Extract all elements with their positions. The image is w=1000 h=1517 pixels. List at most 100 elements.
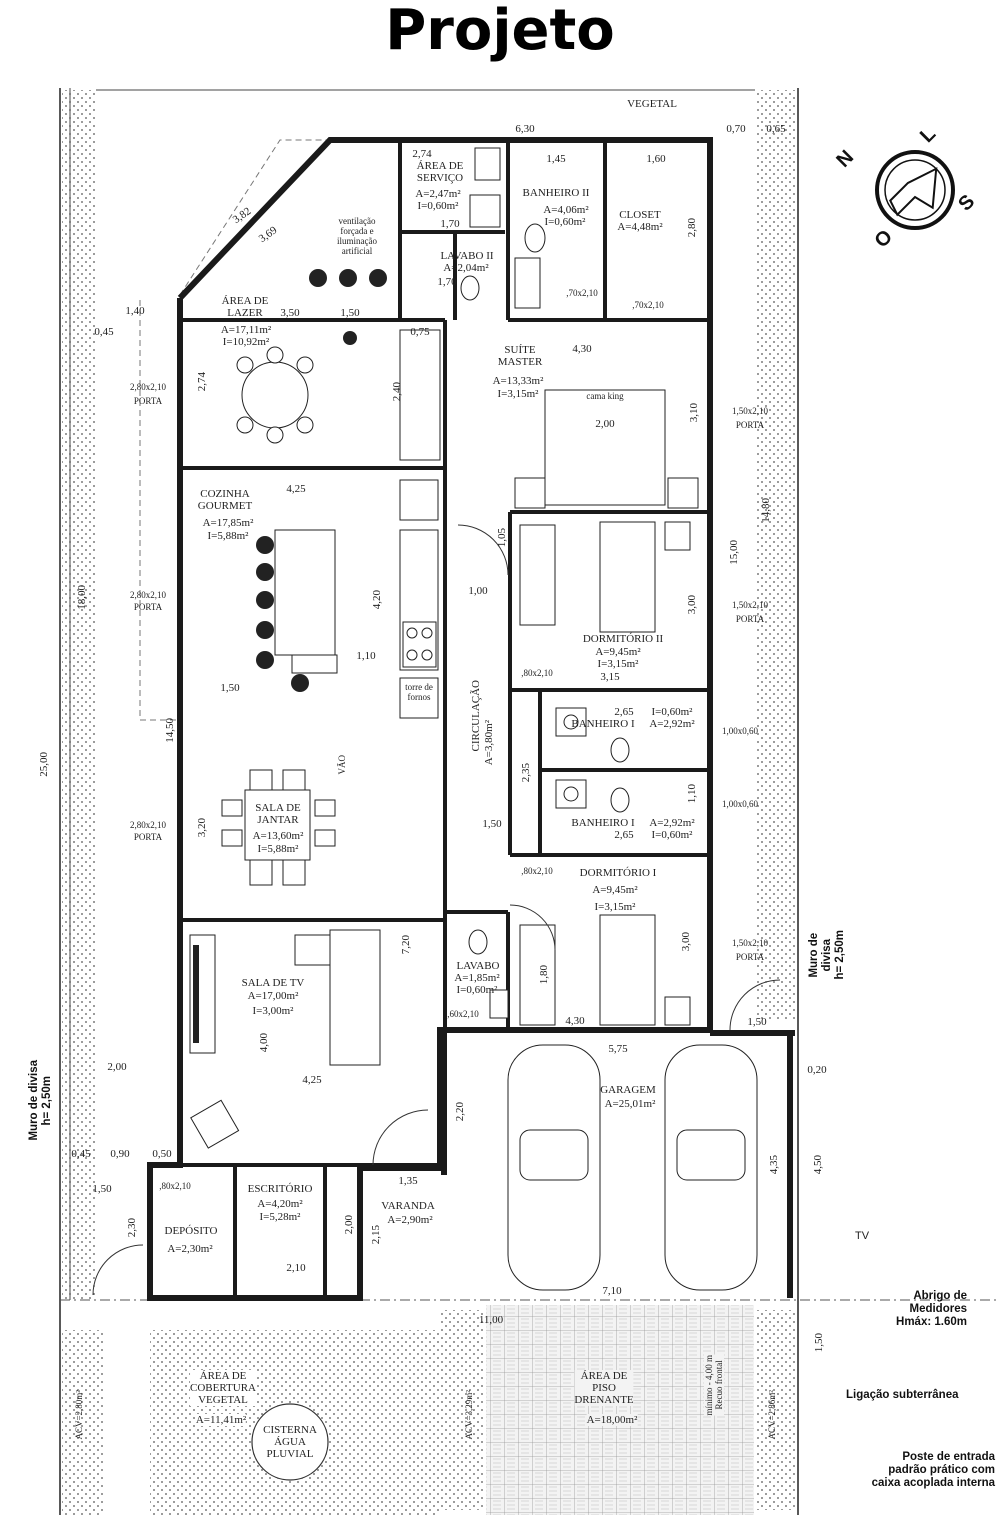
room-sala-tv-area: A=17,00m² <box>247 990 299 1002</box>
room-jantar-perim: I=5,88m² <box>257 843 299 855</box>
room-varanda-width: 1,35 <box>398 1175 418 1187</box>
room-escritorio-perim: I=5,28m² <box>259 1211 301 1223</box>
dim-kitchen-1: 0,75 <box>410 326 430 338</box>
kitchen-island <box>256 529 338 692</box>
room-varanda-height: 2,15 <box>370 1225 382 1245</box>
kitchen-counter <box>399 329 441 719</box>
area-piso-name: ÁREA DE PISO DRENANTE <box>574 1370 634 1406</box>
dim-lot-14-50: 14,50 <box>164 718 176 743</box>
room-suite-master-perim: I=3,15m² <box>497 388 539 400</box>
master-bed-label: cama king <box>586 391 624 401</box>
room-closet-height: 2,80 <box>686 218 698 238</box>
boundary-wall-right-label: Muro de divisa h= 2,50m <box>808 930 846 980</box>
area-cobertura-area: A=11,41m² <box>195 1414 247 1426</box>
dim-front-11: 11,00 <box>478 1314 504 1326</box>
dim-lot-depth-25: 25,00 <box>38 752 50 777</box>
room-jantar-name: SALA DE JANTAR <box>255 802 301 826</box>
dim-circ-3: 1,50 <box>482 818 502 830</box>
dim-right-1-50: 1,50 <box>747 1016 767 1028</box>
room-jantar-height: 3,20 <box>196 818 208 838</box>
tv-room-furniture <box>189 929 381 1149</box>
room-suite-master-area: A=13,33m² <box>492 375 544 387</box>
dim-top-width: 6,30 <box>515 123 535 135</box>
room-escritorio-height: 2,00 <box>343 1215 355 1235</box>
dim-right-0-20: 0,20 <box>807 1064 827 1076</box>
door-cozinha-porta: PORTA <box>133 602 163 612</box>
room-banheiro-i-top-width: 2,65 <box>614 706 634 718</box>
dining-table <box>221 769 336 886</box>
dim-left-2: 0,45 <box>94 326 114 338</box>
underground-connection-label: Ligação subterrânea <box>846 1389 959 1401</box>
door-deposito: ,80x2,10 <box>159 1181 191 1191</box>
room-banheiro-ii-area: A=4,06m² <box>543 204 589 216</box>
room-area-lazer-perim: I=10,92m² <box>222 336 270 348</box>
room-banheiro-i-bottom-name: BANHEIRO I <box>571 817 635 829</box>
room-escritorio-name: ESCRITÓRIO <box>247 1183 313 1195</box>
window-banheiro-bottom: 1,00x0,60 <box>722 799 758 809</box>
dim-left-0-90: 0,90 <box>110 1148 130 1160</box>
door-cozinha-size: 2,80x2,10 <box>130 590 166 600</box>
room-sala-tv-name: SALA DE TV <box>241 977 305 989</box>
room-sala-tv-width: 4,25 <box>302 1074 322 1086</box>
dim-front-right-1-50: 1,50 <box>813 1333 825 1353</box>
door-lavabo: ,60x2,10 <box>447 1009 479 1019</box>
meter-shelter-label: Abrigo de Medidores Hmáx: 1.60m <box>896 1290 967 1328</box>
window-banheiro-top: 1,00x0,60 <box>722 726 758 736</box>
door-lazer-porta: PORTA <box>133 396 163 406</box>
door-dorm-i-size: 1,50x2,10 <box>732 938 768 948</box>
room-dorm-i-name: DORMITÓRIO I <box>579 867 657 879</box>
room-dorm-i-perim: I=3,15m² <box>594 901 636 913</box>
interior-walls <box>150 140 710 1298</box>
room-area-lazer-name: ÁREA DE LAZER <box>221 295 269 319</box>
room-lavabo-height: 1,80 <box>538 965 550 985</box>
leisure-table <box>236 346 314 444</box>
dim-kitchen-2: 2,40 <box>391 382 403 402</box>
dim-tv-7-20: 7,20 <box>400 935 412 955</box>
dim-left-1: 1,40 <box>125 305 145 317</box>
dim-circ-1: 1,00 <box>468 585 488 597</box>
room-dorm-ii-perim: I=3,15m² <box>597 658 639 670</box>
room-closet-name: CLOSET <box>619 209 661 221</box>
door-jantar-size: 2,80x2,10 <box>130 820 166 830</box>
room-banheiro-ii-width: 1,45 <box>546 153 566 165</box>
bathroom-fixtures <box>460 147 630 1019</box>
vegetal-label: VEGETAL <box>627 98 677 110</box>
room-banheiro-ii-name: BANHEIRO II <box>522 187 590 199</box>
door-jantar-porta: PORTA <box>133 832 163 842</box>
master-bed <box>514 389 699 509</box>
room-suite-master-name: SUÍTE MASTER <box>497 344 543 368</box>
dim-left-2-00: 2,00 <box>107 1061 127 1073</box>
dim-lazer-1: 3,50 <box>280 307 300 319</box>
room-banheiro-i-bottom-perim: I=0,60m² <box>651 829 693 841</box>
dim-kitchen-4: 1,50 <box>220 682 240 694</box>
room-area-servico-area: A=2,47m² <box>415 188 461 200</box>
acv-left: ACV=2,80m² <box>74 1390 84 1440</box>
room-garagem-height: 4,35 <box>768 1155 780 1175</box>
dim-garage-2-20: 2,20 <box>454 1102 466 1122</box>
room-lavabo-ii-width: 1,70 <box>437 276 457 288</box>
front-vegetation-mid <box>440 1310 485 1510</box>
compass <box>875 150 955 230</box>
front-setback-note: mínimo - 4,00 m Recuo frontal <box>704 1355 724 1416</box>
page-title: Projeto <box>385 0 615 63</box>
dim-garage-7-10: 7,10 <box>602 1285 622 1297</box>
room-varanda-name: VARANDA <box>381 1200 435 1212</box>
room-dorm-i-area: A=9,45m² <box>592 884 638 896</box>
door-dorm-ii-porta: PORTA <box>735 614 765 624</box>
area-cobertura-name: ÁREA DE COBERTURA VEGETAL <box>190 1370 256 1406</box>
dim-right-4-50: 4,50 <box>812 1155 824 1175</box>
door-dorm-i-porta: PORTA <box>735 952 765 962</box>
room-escritorio-area: A=4,20m² <box>257 1198 303 1210</box>
acv-right: ACV=2,86m² <box>767 1390 777 1440</box>
front-vegetation-right <box>755 1310 795 1510</box>
door-banheiro-ii: ,70x2,10 <box>566 288 598 298</box>
door-suite-porta: PORTA <box>735 420 765 430</box>
room-circulacao-name: CIRCULAÇÃO <box>470 680 482 752</box>
room-closet-width: 1,60 <box>646 153 666 165</box>
room-cozinha-name: COZINHA GOURMET <box>197 488 253 512</box>
dim-circ-4: 2,35 <box>520 763 532 783</box>
room-lavabo-area: A=1,85m² <box>454 972 500 984</box>
room-dorm-ii-name: DORMITÓRIO II <box>582 633 664 645</box>
oven-tower-label: torre de fornos <box>405 682 433 702</box>
room-jantar-area: A=13,60m² <box>252 830 304 842</box>
